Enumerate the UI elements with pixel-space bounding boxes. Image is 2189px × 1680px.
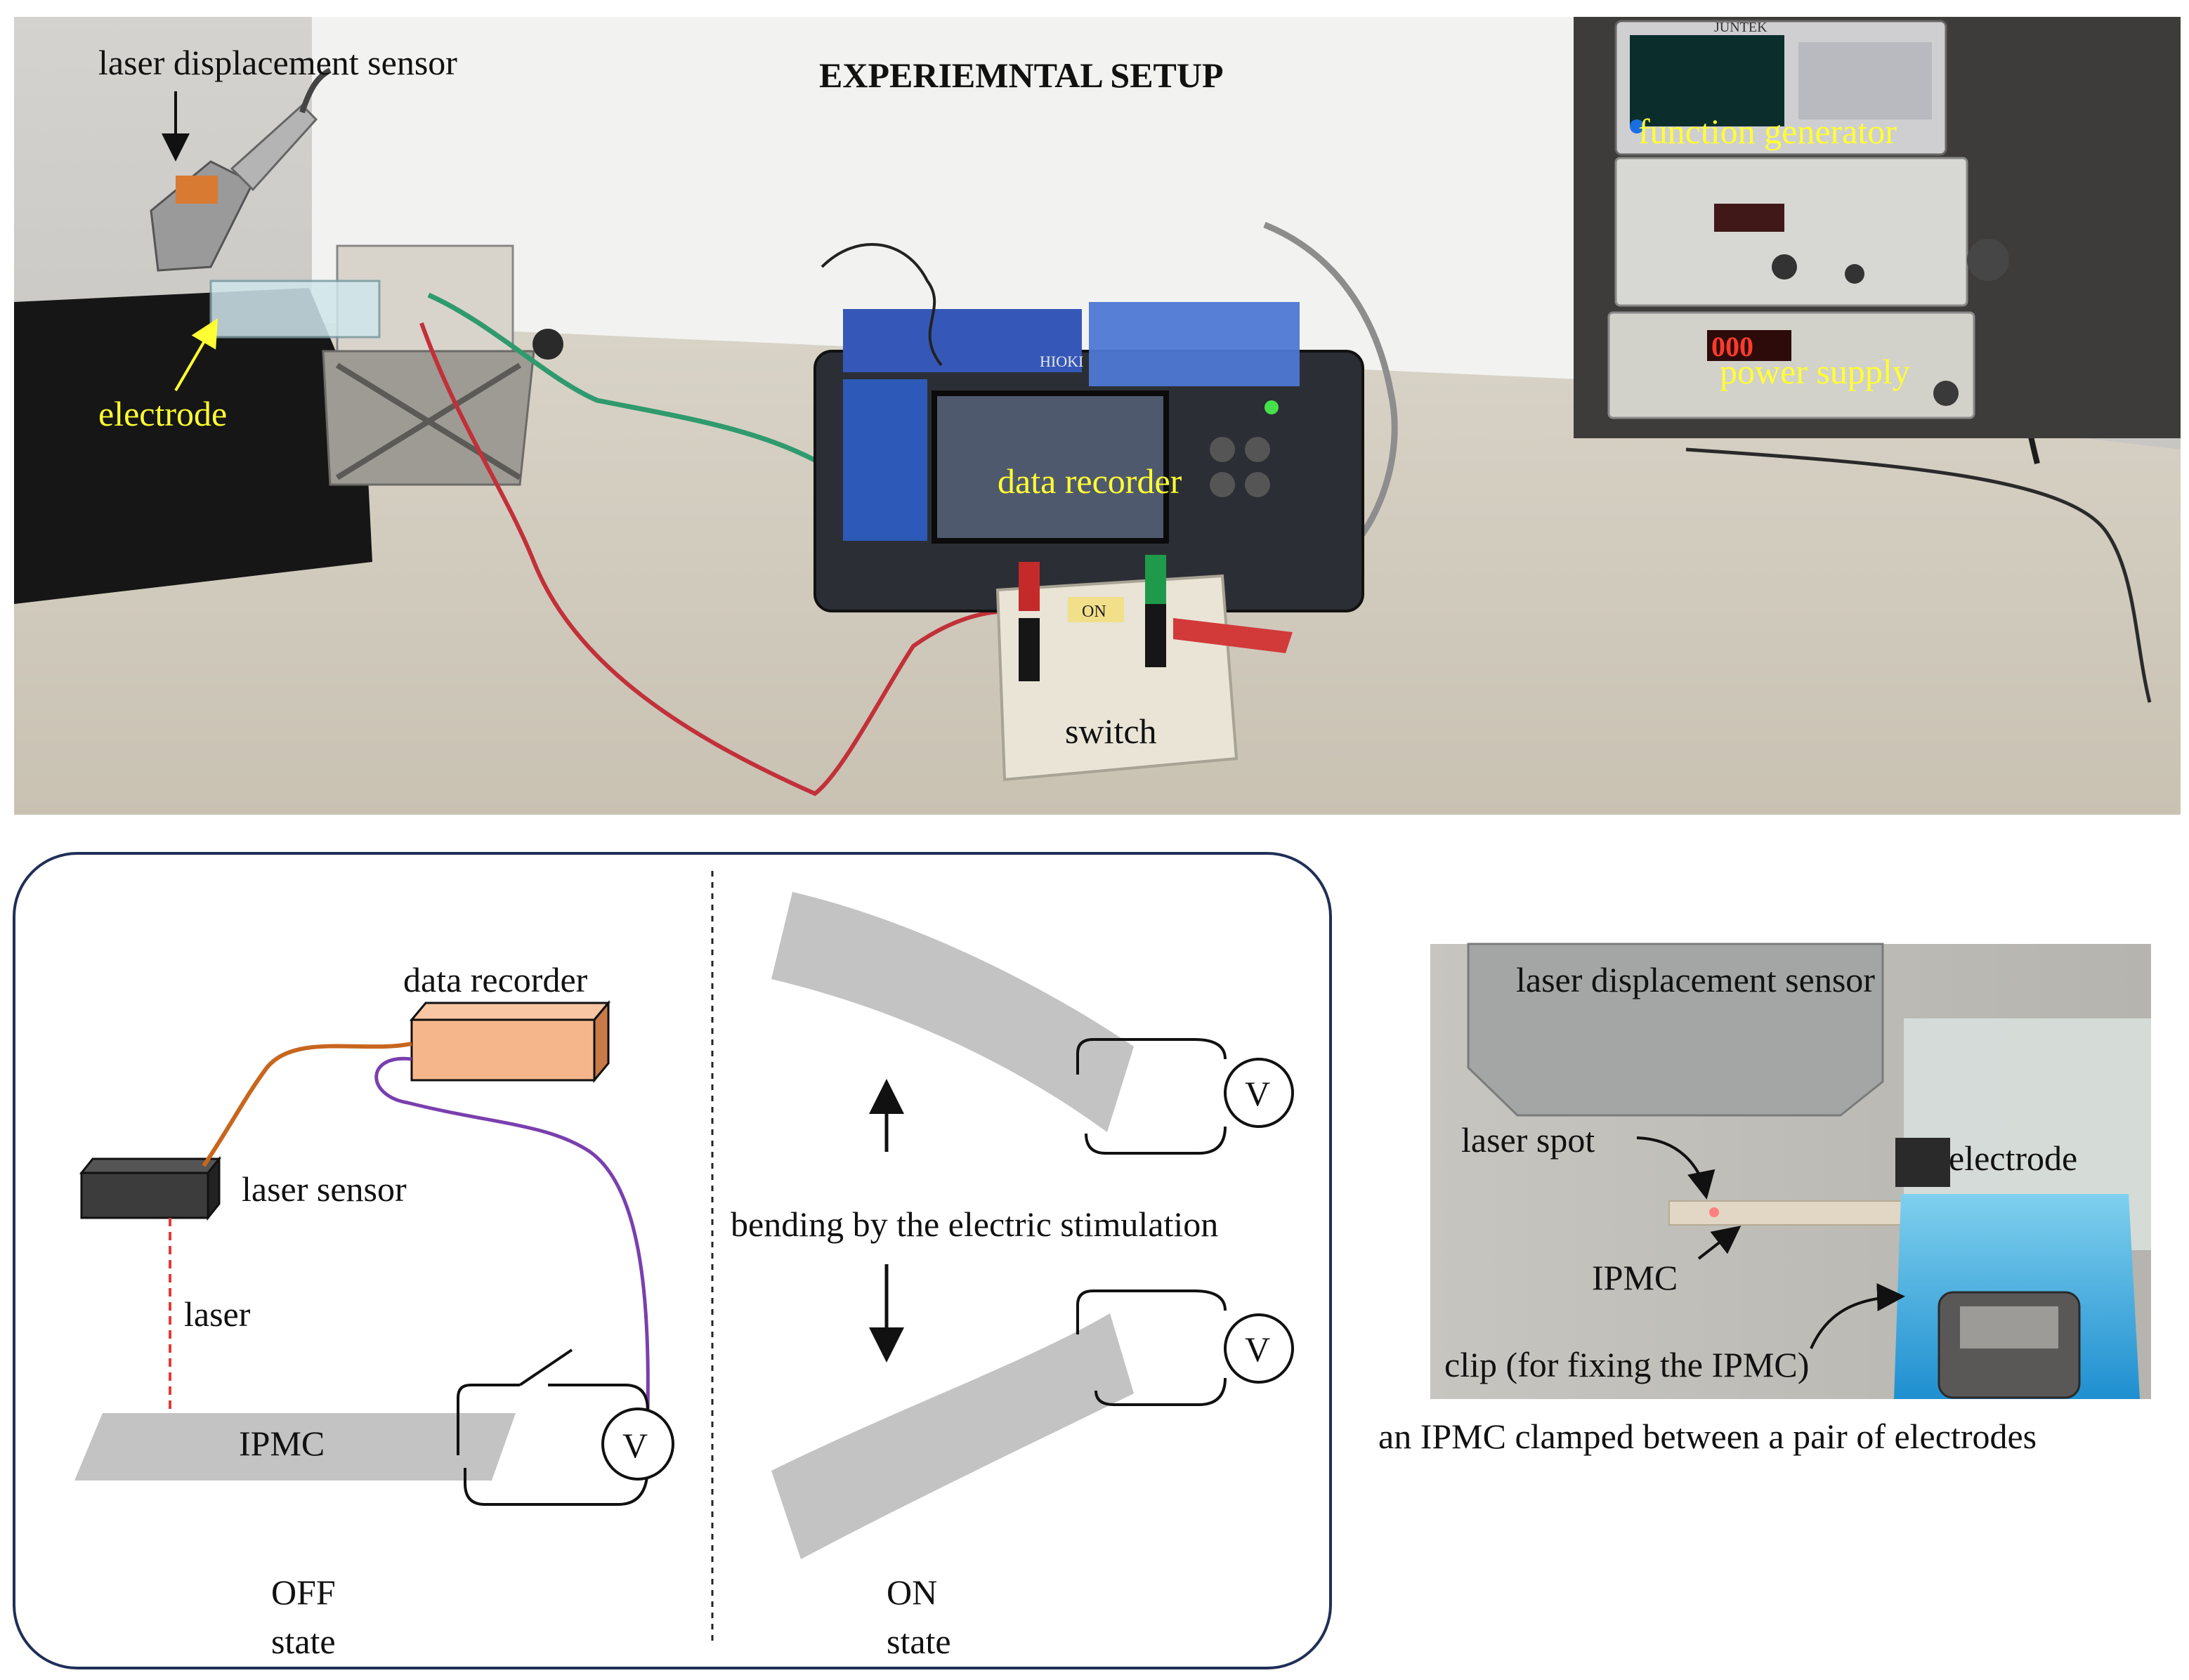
schematic-frame bbox=[13, 852, 1332, 1669]
voltmeter-on-top-label: V bbox=[1245, 1074, 1270, 1113]
off-state-line1: OFF bbox=[271, 1573, 336, 1612]
arrow-electrode bbox=[174, 318, 218, 392]
off-state-diagram: data recorder laser sensor laser IPMC bbox=[74, 960, 674, 1661]
label-function-generator: function generator bbox=[1638, 112, 1897, 151]
closeup-arrow-clip bbox=[1810, 1283, 1905, 1349]
ipmc-strip-on-up bbox=[771, 892, 1134, 1132]
setup-photo: HIOKI ON JUNTEK 000 bbox=[14, 17, 2181, 815]
label-power-supply: power supply bbox=[1720, 352, 1910, 391]
closeup-arrow-laser-spot bbox=[1636, 1136, 1716, 1200]
voltmeter-on-bottom bbox=[1224, 1313, 1294, 1384]
photo-data-recorder: HIOKI bbox=[813, 302, 1364, 612]
closeup-arrow-ipmc bbox=[1697, 1226, 1742, 1260]
schematic-laser-sensor-box bbox=[79, 1155, 222, 1221]
schematic-label-data-recorder: data recorder bbox=[403, 960, 588, 999]
off-state-line2: state bbox=[271, 1622, 336, 1661]
recorder-brand: HIOKI bbox=[1040, 353, 1083, 370]
on-caption: bending by the electric stimulation bbox=[731, 1205, 1218, 1244]
closeup-label-ipmc: IPMC bbox=[1592, 1258, 1678, 1297]
ipmc-strip-off bbox=[74, 1413, 516, 1481]
schematic-data-recorder-box bbox=[409, 999, 611, 1084]
schematic-label-laser: laser bbox=[184, 1294, 251, 1334]
photo-laser-sensor bbox=[150, 67, 332, 272]
open-switch-arm bbox=[518, 1348, 573, 1386]
closeup-laser-spot bbox=[1709, 1207, 1719, 1217]
photo-title: EXPERIEMNTAL SETUP bbox=[819, 55, 1224, 95]
closeup-caption: an IPMC clamped between a pair of electr… bbox=[1378, 1417, 2037, 1456]
voltmeter-on-bottom-label: V bbox=[1245, 1330, 1270, 1369]
label-switch: switch bbox=[1065, 711, 1157, 751]
closeup-ipmc-strip bbox=[1668, 1200, 1909, 1226]
switch-on-tag: ON bbox=[1082, 603, 1106, 621]
schematic-label-laser-sensor: laser sensor bbox=[242, 1169, 407, 1209]
voltmeter-on-top bbox=[1224, 1058, 1294, 1128]
closeup-label-laser-spot: laser spot bbox=[1461, 1120, 1595, 1160]
power-display: 000 bbox=[1711, 331, 1753, 362]
closeup-sensor-body bbox=[1467, 943, 1884, 1117]
fg-brand: JUNTEK bbox=[1714, 20, 1767, 35]
orange-wire bbox=[202, 1042, 412, 1167]
closeup-label-electrode: electrode bbox=[1949, 1138, 2077, 1178]
recorder-buttons bbox=[1210, 400, 1279, 497]
label-laser-displacement-sensor: laser displacement sensor bbox=[98, 43, 457, 82]
on-state-line1: ON bbox=[887, 1573, 937, 1612]
black-mat bbox=[14, 288, 372, 604]
closeup-photo: laser displacement sensor laser spot ele… bbox=[1378, 943, 2151, 1456]
on-circuit-bottom bbox=[1076, 1289, 1227, 1406]
on-state-line2: state bbox=[887, 1622, 951, 1661]
voltmeter-off bbox=[601, 1407, 674, 1481]
purple-wire bbox=[374, 1056, 650, 1411]
closeup-label-sensor: laser displacement sensor bbox=[1516, 960, 1875, 999]
ipmc-strip-on-down bbox=[771, 1313, 1134, 1559]
closeup-label-clip: clip (for fixing the IPMC) bbox=[1444, 1345, 1809, 1384]
photo-labels: laser displacement sensor EXPERIEMNTAL S… bbox=[98, 43, 1910, 751]
on-state-diagram: V bending by the electric stimulation V … bbox=[731, 892, 1294, 1661]
closeup-electrode-dark bbox=[1895, 1138, 1950, 1187]
photo-instrument-stack: JUNTEK 000 bbox=[1574, 17, 2181, 438]
photo-switch-box: ON bbox=[995, 555, 1293, 782]
off-circuit bbox=[457, 1348, 649, 1506]
on-circuit-top bbox=[1076, 1038, 1227, 1155]
schematic-label-ipmc: IPMC bbox=[239, 1424, 325, 1463]
label-electrode: electrode bbox=[98, 394, 227, 433]
voltmeter-off-label: V bbox=[622, 1426, 648, 1465]
label-data-recorder: data recorder bbox=[998, 461, 1182, 501]
schematic-panel: data recorder laser sensor laser IPMC bbox=[13, 852, 1332, 1669]
